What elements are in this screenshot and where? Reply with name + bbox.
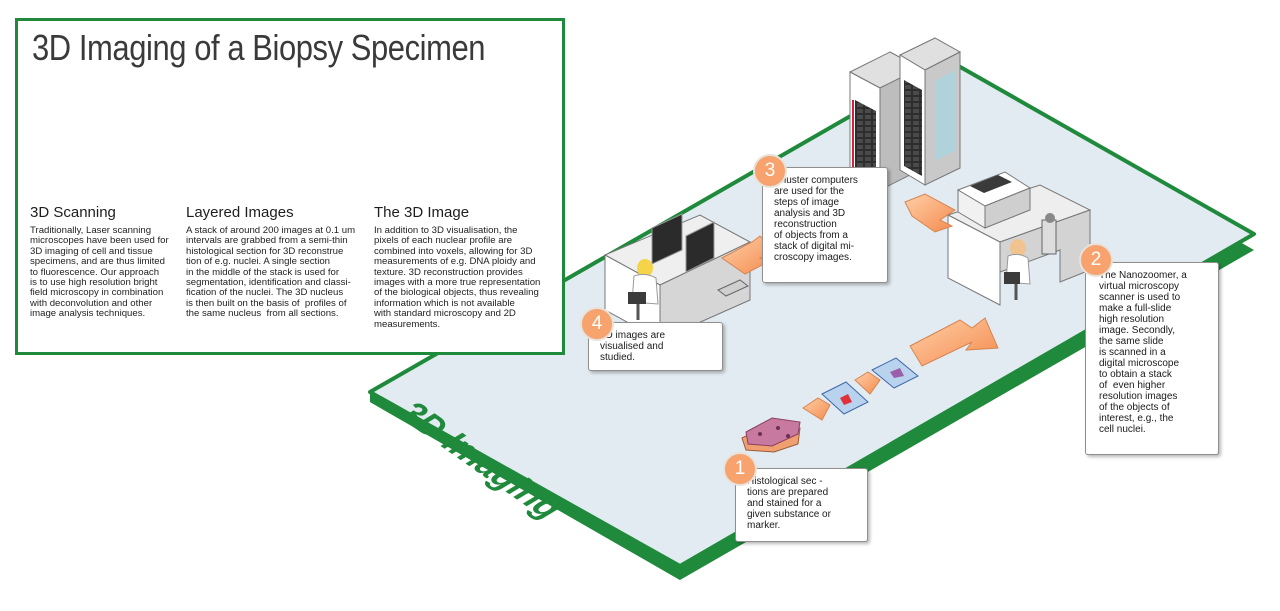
viewing-workstation-icon: [603, 213, 752, 341]
text-line: virtual microscopy: [1099, 281, 1180, 292]
tissue-specimen-icon: [741, 417, 801, 453]
text-line: resolution images: [1099, 391, 1178, 402]
text-line: histological section for 3D reconstrue: [186, 245, 344, 257]
text-line: and stained for a: [747, 498, 822, 509]
scanner-workstation-icon: [946, 171, 1092, 306]
text-line: to obtain a stack: [1099, 369, 1172, 380]
text-line: interest, e.g., the: [1099, 413, 1174, 424]
column-heading: The 3D Image: [374, 204, 470, 221]
server-racks-icon: [848, 37, 962, 191]
step-badge: 4: [580, 307, 614, 341]
text-line: analysis and 3D: [774, 208, 846, 219]
text-line: texture. 3D reconstruction provides: [374, 266, 523, 278]
text-line: stack of digital mi-: [774, 241, 855, 252]
text-line: marker.: [747, 520, 781, 531]
text-line: Cluster computers: [774, 175, 858, 186]
text-line: pixels of each nuclear profile are: [374, 235, 513, 247]
text-line: 3D imaging of cell and tissue: [30, 245, 153, 257]
text-line: fication of the nuclei. The 3D nucleus: [186, 287, 344, 299]
text-line: Traditionally, Laser scanning: [30, 225, 152, 236]
text-line: in the middle of the stack is used for: [186, 266, 340, 278]
text-line: measurements.: [374, 318, 441, 330]
step-badge: 3: [753, 154, 787, 188]
glass-slide-icon: [821, 357, 919, 415]
text-line: intervals are grabbed from a semi-thin: [186, 235, 348, 247]
text-line: is scanned in a: [1099, 347, 1166, 358]
text-line: the same nucleus from all sections.: [186, 308, 339, 320]
text-line: The Nanozoomer, a: [1099, 270, 1187, 281]
text-line: of objects from a: [774, 230, 848, 241]
text-line: visualised and: [600, 341, 664, 352]
text-line: combined into voxels, allowing for 3D: [374, 245, 533, 257]
text-line: image. Secondly,: [1099, 325, 1175, 336]
text-line: with standard microscopy and 2D: [374, 308, 516, 320]
text-line: steps of image: [774, 197, 840, 208]
text-line: make a full-slide: [1099, 303, 1172, 314]
text-line: images with a more true representation: [374, 277, 541, 289]
text-line: of the biological objects, thus revealin…: [374, 287, 539, 299]
text-line: cell nuclei.: [1099, 424, 1146, 435]
text-line: high resolution: [1099, 314, 1165, 325]
step-badge: 2: [1079, 243, 1113, 277]
text-line: information which is not available: [374, 297, 515, 309]
column-heading: Layered Images: [186, 204, 294, 221]
text-line: 3D images are: [600, 330, 666, 341]
text-line: croscopy images.: [774, 252, 852, 263]
text-line: of even higher: [1099, 380, 1166, 391]
process-arrows: [721, 193, 999, 421]
text-line: specimens, and are thus limited: [30, 256, 165, 268]
info-panel: 3D Imaging of a Biopsy Specimen 3D Scann…: [15, 18, 565, 355]
text-line: microscopes have been used for: [30, 235, 169, 247]
text-line: of the objects of: [1099, 402, 1170, 413]
text-line: image analysis techniques.: [30, 308, 146, 320]
text-line: reconstruction: [774, 219, 837, 230]
text-line: with deconvolution and other: [30, 297, 153, 309]
text-line: tions are prepared: [747, 487, 829, 498]
text-line: scanner is used to: [1099, 292, 1181, 303]
text-line: studied.: [600, 352, 636, 363]
text-line: the same slide: [1099, 336, 1164, 347]
text-line: is to use high resolution bright: [30, 277, 158, 289]
text-line: segmentation, identification and classi-: [186, 277, 351, 289]
text-line: In addition to 3D visualisation, the: [374, 225, 518, 236]
text-line: given substance or: [747, 509, 831, 520]
text-line: field microscopy in combination: [30, 287, 164, 299]
text-line: tion of e.g. nuclei. A single section: [186, 256, 330, 268]
text-line: measurements of e.g. DNA ploidy and: [374, 256, 536, 268]
text-line: to fluorescence. Our approach: [30, 266, 160, 278]
text-line: digital microscope: [1099, 358, 1180, 369]
text-line: A stack of around 200 images at 0.1 um: [186, 225, 356, 236]
step-badge: 1: [723, 452, 757, 486]
text-line: Histological sec -: [747, 476, 823, 487]
column-heading: 3D Scanning: [30, 204, 116, 221]
page-title: 3D Imaging of a Biopsy Specimen: [32, 27, 486, 68]
text-line: are used for the: [774, 186, 845, 197]
text-line: is then built on the basis of profiles o…: [186, 297, 347, 309]
